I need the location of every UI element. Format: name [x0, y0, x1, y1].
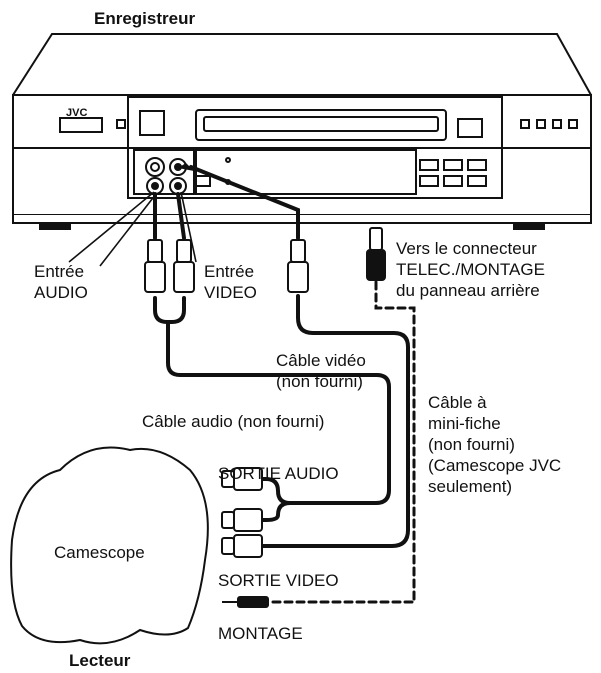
- rca-plugs: [144, 227, 386, 293]
- video-input-label: Entrée VIDEO: [204, 262, 257, 302]
- cables: [153, 163, 416, 604]
- camcorder-outline: [10, 446, 209, 645]
- brand-logo: JVC: [66, 107, 87, 119]
- vcr-recorder: [12, 33, 592, 230]
- remote-connector-label: Vers le connecteur TELEC./MONTAGE du pan…: [396, 239, 545, 300]
- audio-input-label: Entrée AUDIO: [34, 262, 88, 302]
- player-title: Lecteur: [69, 651, 131, 670]
- camcorder-label: Camescope: [54, 543, 145, 562]
- audio-output-label: SORTIE AUDIO: [218, 464, 339, 483]
- minijack-cable-label: Câble à mini-fiche (non fourni) (Camesco…: [428, 393, 562, 496]
- pointer-lines: [68, 191, 197, 267]
- video-cable-label: Câble vidéo (non fourni): [276, 351, 366, 391]
- video-output-label: SORTIE VIDEO: [218, 571, 339, 590]
- audio-cable-label: Câble audio (non fourni): [142, 412, 325, 431]
- edit-label: MONTAGE: [218, 624, 303, 643]
- recorder-title: Enregistreur: [94, 9, 196, 28]
- output-plugs: [221, 467, 269, 608]
